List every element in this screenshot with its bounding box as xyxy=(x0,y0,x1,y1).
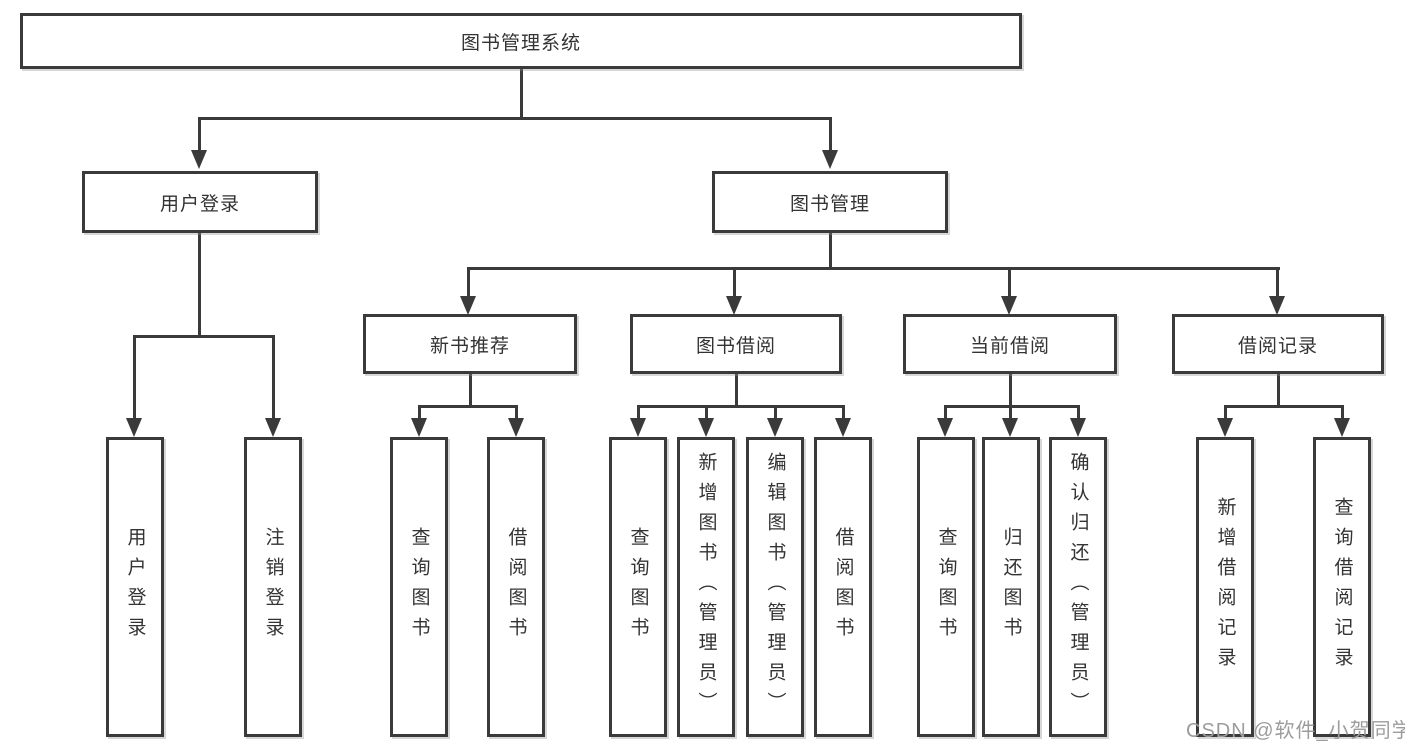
arrowhead-down xyxy=(726,296,742,315)
node-label: 借阅图书 xyxy=(505,527,527,647)
connector-line xyxy=(1276,267,1279,299)
arrowhead-down xyxy=(508,418,524,437)
connector-line xyxy=(705,405,708,420)
connector-line xyxy=(945,405,1080,408)
connector-line xyxy=(418,405,518,408)
connector-line xyxy=(418,405,421,420)
arrowhead-down xyxy=(822,150,838,169)
node-label: 图书借阅 xyxy=(695,335,776,357)
connector-line xyxy=(1009,374,1012,407)
connector-line xyxy=(733,267,736,299)
arrowhead-down xyxy=(265,418,281,437)
arrowhead-down xyxy=(460,296,476,315)
connector-line xyxy=(1009,405,1012,420)
node-label: 编辑图书（管理员） xyxy=(764,452,786,722)
node-label: 图书管理 xyxy=(789,193,870,215)
connector-line xyxy=(637,405,640,420)
arrowhead-down xyxy=(767,418,783,437)
connector-line xyxy=(133,335,136,419)
csdn-watermark: CSDN @软件_小贺同学 xyxy=(1186,720,1405,742)
node-label: 归还图书 xyxy=(1000,527,1022,647)
leaf-query-borrow-record: 查询借阅记录 xyxy=(1313,437,1371,737)
connector-line xyxy=(198,117,201,150)
node-user-login: 用户登录 xyxy=(82,171,318,233)
connector-line xyxy=(944,405,947,420)
connector-line xyxy=(637,405,845,408)
arrowhead-down xyxy=(630,418,646,437)
arrowhead-down xyxy=(126,418,142,437)
arrowhead-down xyxy=(937,418,953,437)
node-label: 用户登录 xyxy=(159,193,240,215)
connector-line xyxy=(829,117,832,150)
leaf-add-borrow-record: 新增借阅记录 xyxy=(1196,437,1254,737)
node-label: 查询图书 xyxy=(408,527,430,647)
connector-line xyxy=(1341,405,1344,420)
arrowhead-down xyxy=(1002,418,1018,437)
connector-line xyxy=(272,335,275,419)
arrowhead-down xyxy=(698,418,714,437)
node-label: 用户登录 xyxy=(124,527,146,647)
connector-line xyxy=(469,374,472,407)
leaf-query-books-recommend: 查询图书 xyxy=(390,437,448,737)
leaf-user-login: 用户登录 xyxy=(106,437,164,737)
node-label: 新书推荐 xyxy=(429,335,510,357)
arrowhead-down xyxy=(835,418,851,437)
node-label: 新增图书（管理员） xyxy=(695,452,717,722)
arrowhead-down xyxy=(1001,296,1017,315)
leaf-return-books: 归还图书 xyxy=(982,437,1040,737)
node-label: 查询图书 xyxy=(935,527,957,647)
connector-line xyxy=(467,267,1280,270)
node-label: 当前借阅 xyxy=(969,335,1050,357)
arrowhead-down xyxy=(411,418,427,437)
connector-line xyxy=(199,117,832,120)
arrowhead-down xyxy=(1269,296,1285,315)
node-new-book-recommend: 新书推荐 xyxy=(363,314,577,374)
node-current-borrow: 当前借阅 xyxy=(903,314,1117,374)
node-label: 图书管理系统 xyxy=(460,32,581,54)
leaf-add-books-admin: 新增图书（管理员） xyxy=(677,437,735,737)
arrowhead-down xyxy=(191,150,207,169)
connector-line xyxy=(467,267,470,299)
node-book-borrow: 图书借阅 xyxy=(630,314,842,374)
connector-line xyxy=(829,233,832,270)
connector-line xyxy=(735,374,738,407)
node-label: 新增借阅记录 xyxy=(1214,497,1236,677)
leaf-logout: 注销登录 xyxy=(244,437,302,737)
node-library-management-system: 图书管理系统 xyxy=(20,13,1022,69)
connector-line xyxy=(1077,405,1080,420)
connector-line xyxy=(842,405,845,420)
node-label: 查询图书 xyxy=(627,527,649,647)
connector-line xyxy=(134,335,275,338)
node-label: 借阅图书 xyxy=(832,527,854,647)
leaf-query-books-borrow: 查询图书 xyxy=(609,437,667,737)
connector-line xyxy=(1224,405,1227,420)
leaf-borrow-books-recommend: 借阅图书 xyxy=(487,437,545,737)
connector-line xyxy=(1224,405,1344,408)
leaf-borrow-books: 借阅图书 xyxy=(814,437,872,737)
connector-line xyxy=(774,405,777,420)
arrowhead-down xyxy=(1217,418,1233,437)
connector-line xyxy=(1008,267,1011,299)
connector-line xyxy=(1277,374,1280,407)
connector-line xyxy=(515,405,518,420)
leaf-confirm-return-admin: 确认归还（管理员） xyxy=(1049,437,1107,737)
connector-line xyxy=(520,66,523,119)
leaf-query-books-current: 查询图书 xyxy=(917,437,975,737)
arrowhead-down xyxy=(1334,418,1350,437)
arrowhead-down xyxy=(1070,418,1086,437)
node-label: 借阅记录 xyxy=(1237,335,1318,357)
node-label: 确认归还（管理员） xyxy=(1067,452,1089,722)
node-label: 查询借阅记录 xyxy=(1331,497,1353,677)
node-borrow-records: 借阅记录 xyxy=(1172,314,1384,374)
connector-line xyxy=(198,233,201,337)
node-label: 注销登录 xyxy=(262,527,284,647)
leaf-edit-books-admin: 编辑图书（管理员） xyxy=(746,437,804,737)
node-book-management: 图书管理 xyxy=(712,171,948,233)
